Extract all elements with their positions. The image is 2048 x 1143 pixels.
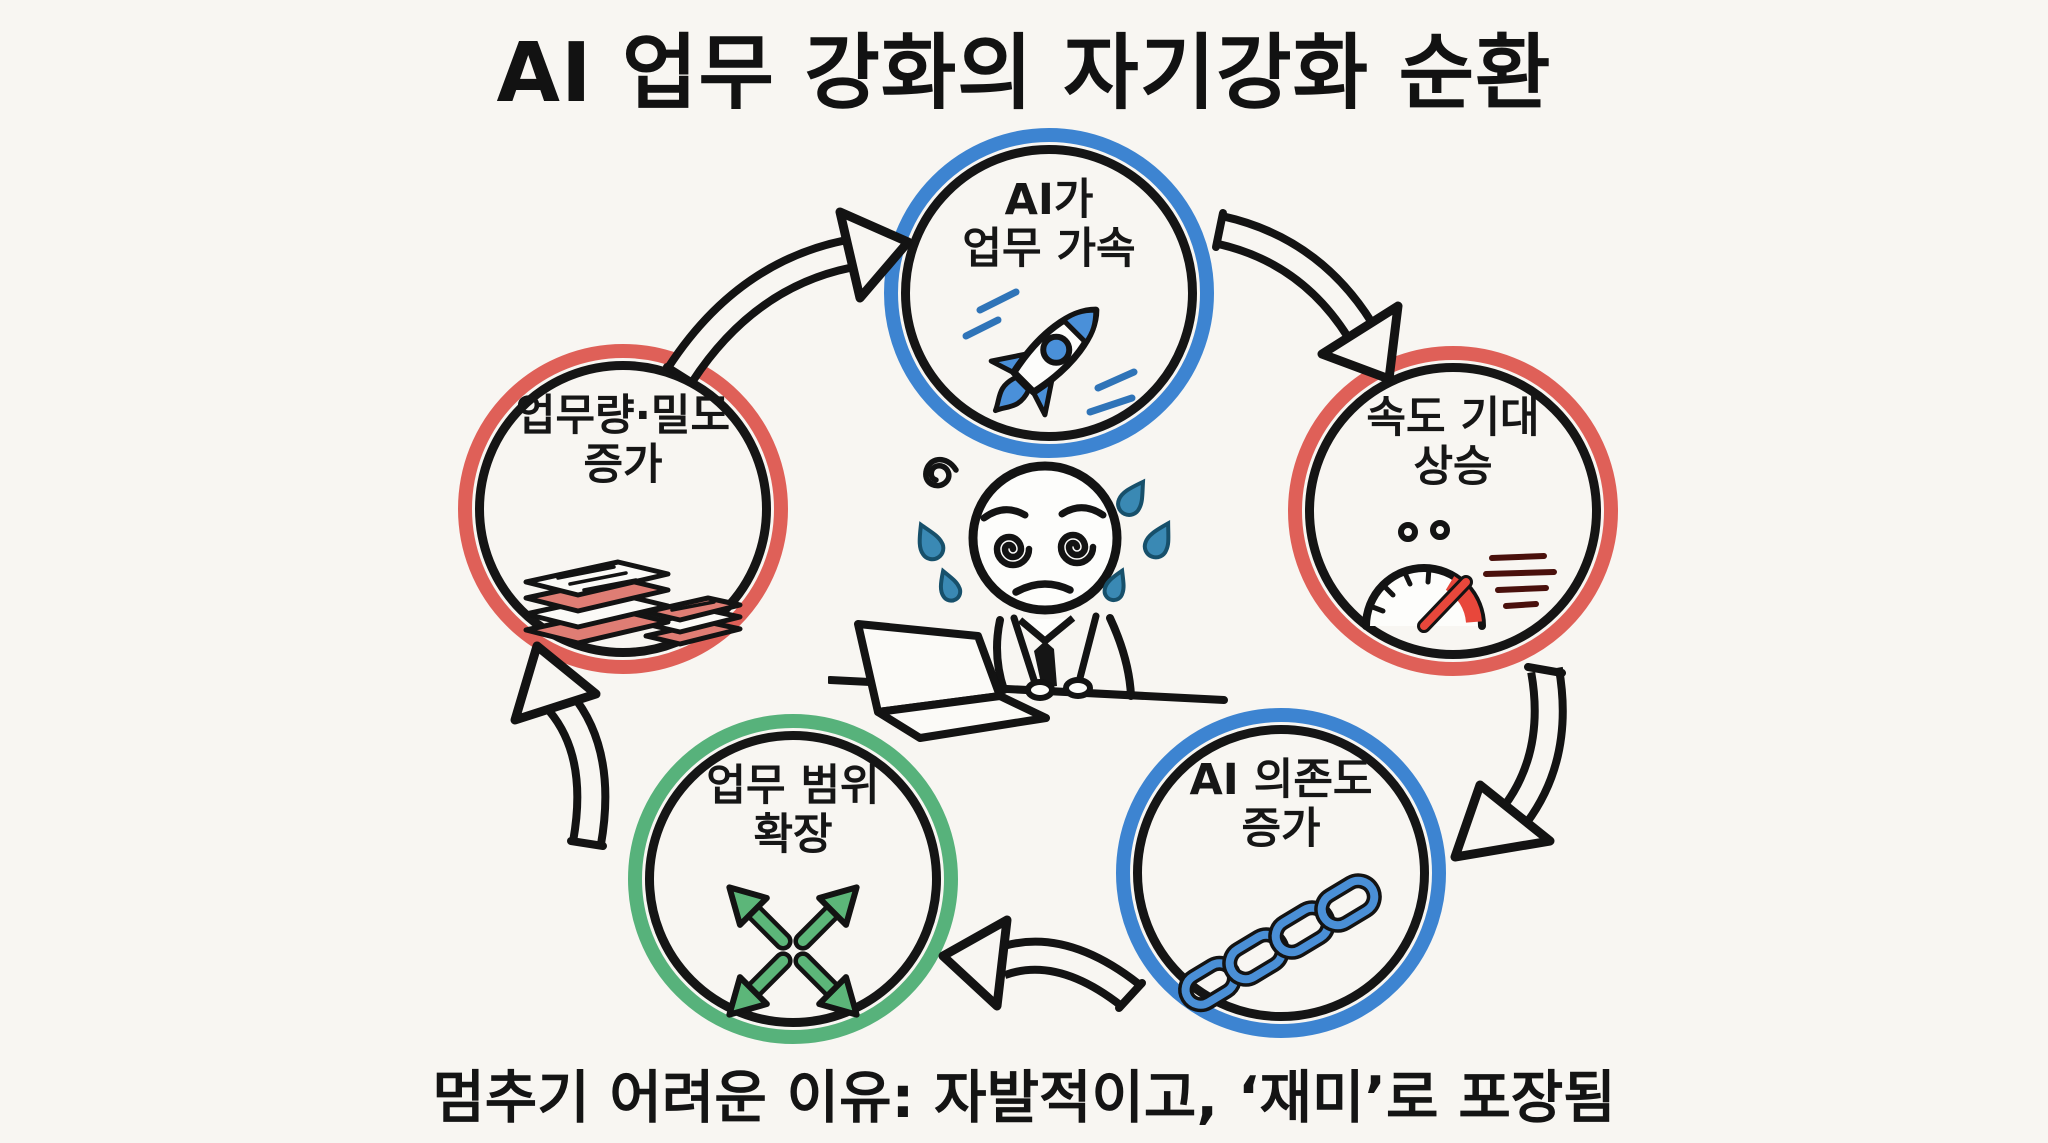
node-speed-expectation-rises: 속도 기대 상승: [1288, 346, 1618, 676]
cycle-arrow-bottomleft-to-left-icon: [510, 641, 610, 850]
cycle-arrow-left-to-top-icon: [663, 207, 913, 388]
tie: [1034, 641, 1057, 688]
frown-mouth: [1012, 580, 1074, 596]
laptop-icon: [854, 620, 1050, 742]
frustration-scribble: [923, 457, 959, 489]
rocket-icon: [962, 288, 1138, 418]
stressed-worker-illustration: [828, 457, 1228, 742]
worker-body: [993, 612, 1135, 701]
node-label: AI 의존도 증가: [1189, 755, 1373, 855]
caption: 멈추기 어려운 이유: 자발적이고, ‘재미’로 포장됨: [432, 1065, 1616, 1131]
node-label: 업무 범위 확장: [706, 761, 880, 861]
cycle-arrow-bottomright-to-bottomleft-icon: [938, 915, 1146, 1012]
node-label: 속도 기대 상승: [1366, 393, 1540, 493]
node-ai-accelerates-work: AI가 업무 가속: [884, 128, 1214, 458]
diagram-title: AI 업무 강화의 자기강화 순환: [496, 26, 1552, 121]
paper-stack-icon: [523, 559, 743, 647]
worker-head: [923, 457, 1122, 615]
speedometer-icon: [1362, 520, 1557, 633]
node-label: 업무량·밀도 증가: [515, 391, 731, 491]
sweat-drops: [917, 478, 1171, 603]
cycle-arrow-right-to-bottomright-icon: [1450, 663, 1567, 862]
chain-icon: [1178, 873, 1382, 1013]
node-label: AI가 업무 가속: [962, 175, 1136, 275]
cycle-arrow-top-to-right-icon: [1212, 209, 1403, 384]
spiral-eye: [993, 533, 1033, 569]
spiral-eye: [1057, 531, 1097, 567]
expand-arrows-icon: [726, 884, 860, 1018]
node-workload-density-increases: 업무량·밀도 증가: [458, 344, 788, 674]
node-ai-dependency-increases: AI 의존도 증가: [1116, 708, 1446, 1038]
